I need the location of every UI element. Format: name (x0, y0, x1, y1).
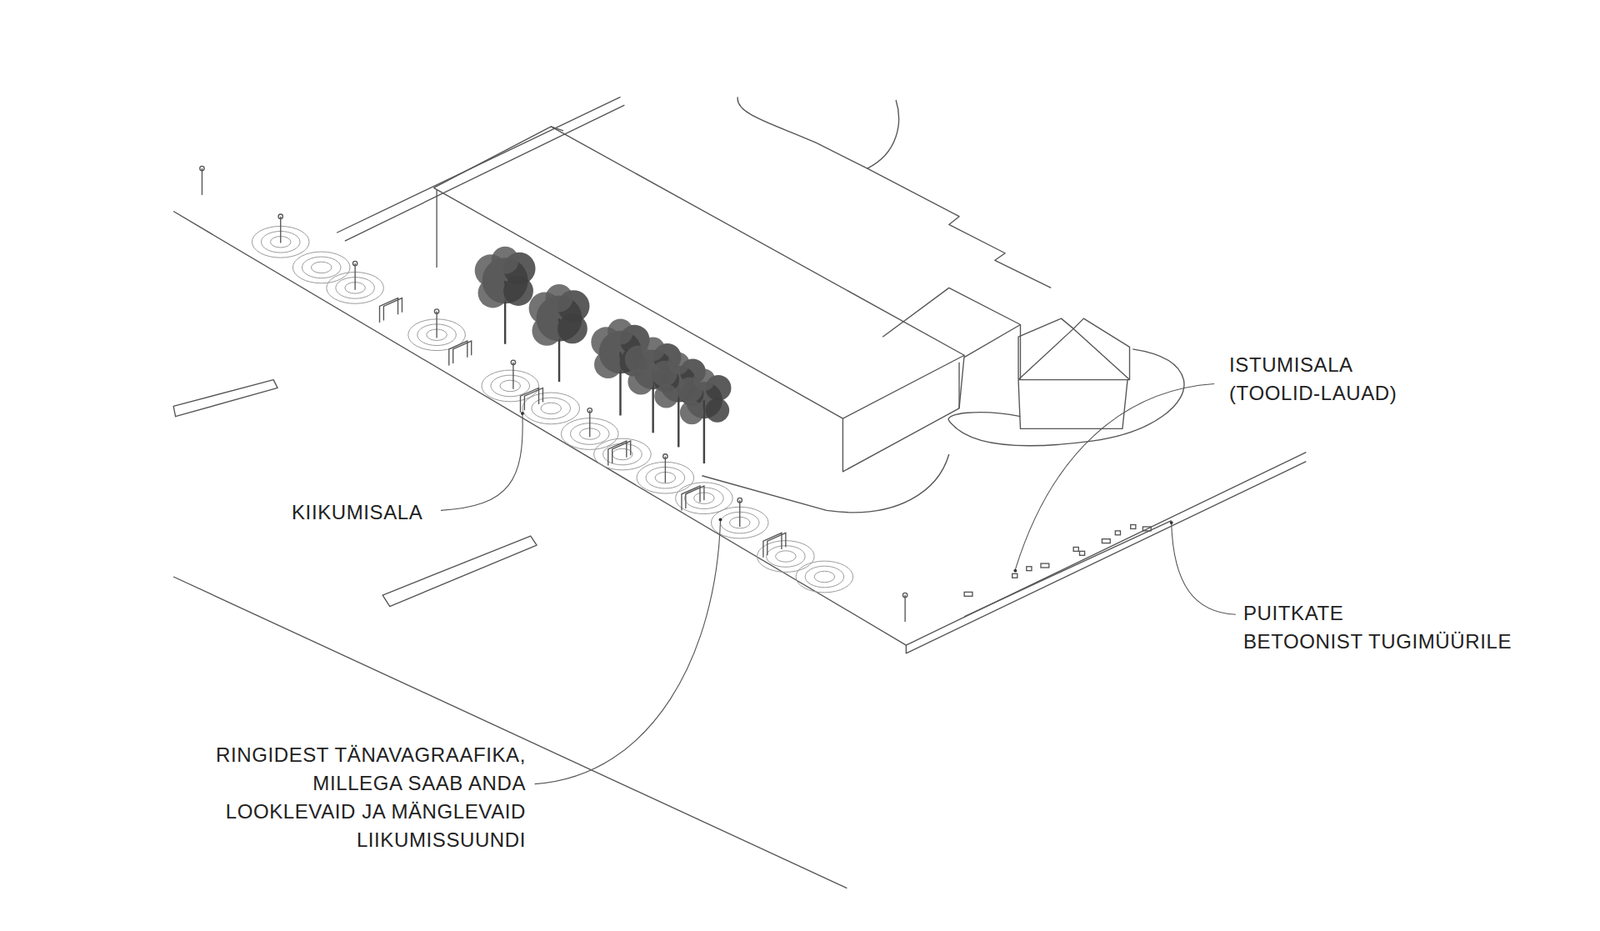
street-ring (795, 560, 854, 593)
street-ring (500, 380, 520, 391)
tree-crown (693, 368, 715, 390)
swing-frame (453, 340, 472, 364)
tree-crown (491, 246, 520, 275)
seat (1026, 566, 1032, 571)
swing-frame (449, 340, 468, 365)
tree-crown (531, 315, 562, 346)
street-ring (814, 570, 835, 582)
tree-crown (503, 275, 534, 306)
street-ring (522, 392, 580, 425)
swing-frame (524, 387, 543, 410)
lamp-head (510, 360, 515, 365)
seat (964, 591, 973, 596)
street-ring (481, 370, 540, 402)
tree-crown (478, 278, 509, 309)
street-ring (531, 397, 571, 420)
lamp-post (589, 410, 590, 437)
seat (1073, 546, 1079, 551)
tree-crown (607, 319, 634, 345)
callout-label: KIIKUMISALA (290, 498, 425, 527)
lamp-head (200, 165, 205, 170)
lamp-post (512, 362, 514, 390)
lamp-post (201, 168, 203, 195)
lamp-post (280, 216, 281, 244)
swing-frame (380, 298, 399, 323)
tree-crown (627, 369, 654, 395)
seat (1040, 563, 1050, 568)
seat (1130, 525, 1136, 530)
street-ring (310, 261, 331, 273)
lamp-post (354, 263, 355, 290)
tree-crown (545, 284, 573, 312)
tree-crown (667, 352, 690, 375)
seat (1080, 550, 1085, 555)
swing-frame (383, 298, 402, 321)
swing-frame (681, 485, 700, 510)
tree-crown (640, 337, 665, 362)
swing-frame (763, 532, 782, 557)
lamp-post (435, 311, 437, 339)
lamp-head (737, 497, 742, 502)
street-ring (490, 375, 530, 397)
seat (1101, 539, 1110, 544)
lamp-head (902, 592, 907, 597)
swing-frame (608, 440, 627, 465)
lamp-post (904, 595, 905, 622)
street-ring (612, 448, 633, 460)
swing-frame (520, 387, 539, 412)
tree-crown (705, 398, 730, 423)
swing-frame (612, 440, 631, 464)
seat (1115, 530, 1120, 535)
lamp-post (665, 455, 666, 483)
swing-frame (767, 532, 786, 555)
street-ring (603, 443, 643, 465)
tree-crown (654, 384, 679, 409)
street-ring (775, 550, 796, 562)
street-ring (540, 402, 561, 414)
callout-label: RINGIDEST TÄNAVAGRAAFIKA, MILLEGA SAAB A… (214, 740, 528, 855)
tree-crown (557, 313, 588, 344)
street-ring (766, 545, 806, 568)
seat (1012, 573, 1018, 578)
callout-label: ISTUMISALA (TOOLID-LAUAD) (1227, 350, 1399, 408)
callout-label: PUITKATE BETOONIST TUGIMÜÜRILE (1241, 599, 1514, 656)
street-ring (805, 565, 845, 588)
lamp-head (278, 214, 283, 219)
tree-crown (594, 350, 622, 379)
lamp-head (663, 454, 668, 459)
seat (1142, 526, 1151, 531)
street-ring (301, 256, 341, 279)
street-ring (594, 438, 652, 470)
lamp-head (434, 309, 439, 314)
tree-crown (680, 400, 705, 425)
lamp-head (352, 260, 357, 265)
lamp-head (587, 408, 592, 413)
street-ring (292, 251, 350, 284)
lamp-post (739, 500, 740, 527)
swing-frame (685, 485, 705, 509)
